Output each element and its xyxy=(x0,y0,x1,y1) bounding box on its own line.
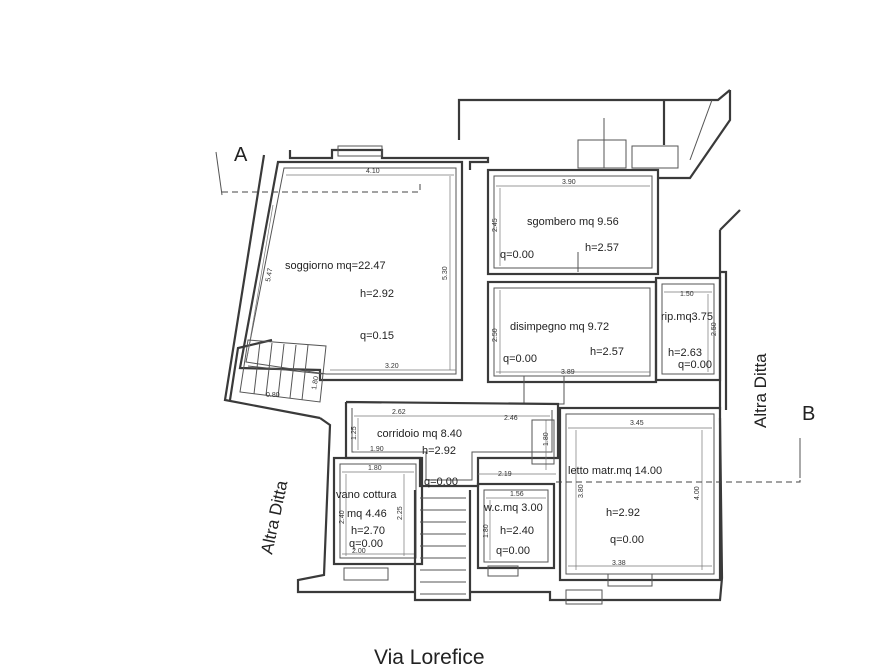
corridoio-level: q=0.00 xyxy=(424,476,458,488)
letto-name: letto matr.mq 14.00 xyxy=(568,465,662,477)
wc-name: w.c.mq 3.00 xyxy=(483,502,543,514)
dim-letto-right: 4.00 xyxy=(694,486,701,500)
dim-stair-1: 0.80 xyxy=(266,392,280,399)
entrance-stair xyxy=(413,490,472,602)
upper-service-block xyxy=(457,89,732,180)
corridoio-height: h=2.92 xyxy=(422,445,456,457)
dim-rip-top: 1.50 xyxy=(680,291,694,298)
soggiorno-height: h=2.92 xyxy=(360,288,394,300)
dim-soggiorno-bottom: 3.20 xyxy=(385,363,399,370)
letto-level: q=0.00 xyxy=(610,534,644,546)
room-soggiorno: soggiorno mq=22.47 h=2.92 q=0.15 4.10 5.… xyxy=(238,145,464,382)
dim-wc-top: 1.56 xyxy=(510,491,524,498)
dim-corr-top-left: 2.62 xyxy=(392,409,406,416)
section-mark-a: A xyxy=(234,144,248,166)
street-label: Via Lorefice xyxy=(374,646,485,669)
room-cottura: vano cottura mq 4.46 h=2.70 q=0.00 1.80 … xyxy=(332,456,424,581)
dim-cott-top: 1.80 xyxy=(368,465,382,472)
dim-disimpegno-left: 2.50 xyxy=(492,328,499,342)
dim-corr-right: 1.80 xyxy=(543,432,550,446)
section-mark-b: B xyxy=(802,403,815,425)
dim-letto-left: 3.80 xyxy=(578,484,585,498)
dim-rip-right: 2.50 xyxy=(711,322,718,336)
room-corridoio: corridoio mq 8.40 h=2.92 q=0.00 2.62 2.4… xyxy=(344,400,560,488)
dim-stair-2: 1.80 xyxy=(311,376,320,391)
neighbor-label-right: Altra Ditta xyxy=(751,353,770,428)
dim-sgombero-top: 3.90 xyxy=(562,179,576,186)
outer-walls xyxy=(223,148,741,602)
cottura-name-1: vano cottura xyxy=(336,489,397,501)
dim-soggiorno-right: 5.30 xyxy=(442,266,449,280)
dim-letto-top: 3.45 xyxy=(630,420,644,427)
dim-cott-left: 2.40 xyxy=(339,510,346,524)
cottura-name-2: mq 4.46 xyxy=(347,508,387,520)
wc-height: h=2.40 xyxy=(500,525,534,537)
soggiorno-level: q=0.15 xyxy=(360,330,394,342)
neighbor-label-left: Altra Ditta xyxy=(257,478,291,555)
stair-soggiorno: 0.80 1.80 xyxy=(239,339,327,403)
disimpegno-level: q=0.00 xyxy=(503,353,537,365)
dim-cott-bottom: 2.00 xyxy=(352,548,366,555)
soggiorno-name: soggiorno mq=22.47 xyxy=(285,260,386,272)
dim-corr-left: 1.25 xyxy=(351,426,358,440)
dim-wc-left: 1.80 xyxy=(483,524,490,538)
sgombero-level: q=0.00 xyxy=(500,249,534,261)
wc-level: q=0.00 xyxy=(496,545,530,557)
dim-letto-bottom: 3.38 xyxy=(612,560,626,567)
dim-soggiorno-left: 5.47 xyxy=(265,268,274,283)
room-wc: w.c.mq 3.00 h=2.40 q=0.00 1.56 1.80 xyxy=(476,482,556,577)
letto-height: h=2.92 xyxy=(606,507,640,519)
dim-disimpegno-bottom: 3.89 xyxy=(561,369,575,376)
cottura-level: q=0.00 xyxy=(349,538,383,550)
rip-level: q=0.00 xyxy=(678,359,712,371)
dim-cott-right: 2.25 xyxy=(397,506,404,520)
cottura-height: h=2.70 xyxy=(351,525,385,537)
dim-corr-top-right: 2.46 xyxy=(504,415,518,422)
room-disimpegno: disimpegno mq 9.72 h=2.57 q=0.00 2.50 3.… xyxy=(486,280,658,405)
room-letto: letto matr.mq 14.00 h=2.92 q=0.00 3.45 3… xyxy=(558,406,722,605)
disimpegno-name: disimpegno mq 9.72 xyxy=(510,321,609,333)
room-sgombero: sgombero mq 9.56 h=2.57 q=0.00 3.90 2.45 xyxy=(486,168,660,276)
dim-corr-right-bottom: 2.19 xyxy=(498,471,512,478)
rip-height: h=2.63 xyxy=(668,347,702,359)
dim-sgombero-left: 2.45 xyxy=(492,218,499,232)
sgombero-height: h=2.57 xyxy=(585,242,619,254)
disimpegno-height: h=2.57 xyxy=(590,346,624,358)
corridoio-name: corridoio mq 8.40 xyxy=(377,428,462,440)
section-line-a-b: A B xyxy=(215,144,815,483)
dim-soggiorno-top: 4.10 xyxy=(366,168,380,175)
sgombero-name: sgombero mq 9.56 xyxy=(527,216,619,228)
dim-corr-bottom: 1.90 xyxy=(370,446,384,453)
room-ripostiglio: rip.mq3.75 h=2.63 q=0.00 1.50 2.50 xyxy=(654,276,722,382)
rip-name: rip.mq3.75 xyxy=(661,311,713,323)
